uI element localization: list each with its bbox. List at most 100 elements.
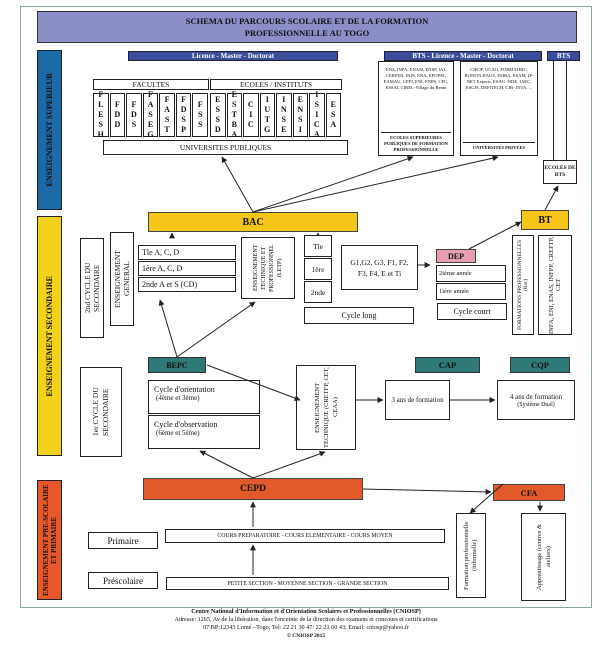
ecoles-sup-list: ENS, INFA, ENAM, ENSP, IAI, CERFER, INJS… [383, 67, 449, 90]
etp-label: ENSEIGNEMENT TECHNIQUE ET PROFESSIONNEL … [253, 244, 283, 292]
cqp-label: CQP [531, 360, 549, 370]
cycle-observation-label: Cycle d'observation [154, 420, 218, 429]
cap-label: CAP [438, 360, 457, 370]
bt-box: BT [521, 210, 569, 230]
section-band-superieur: ENSEIGNEMENT SUPERIEUR [37, 50, 62, 210]
section-label-superieur: ENSEIGNEMENT SUPERIEUR [45, 73, 54, 187]
section-label-secondaire: ENSEIGNEMENT SECONDAIRE [45, 275, 54, 397]
general-class-1: 1ère A, C, D [138, 261, 236, 276]
cfa-box: CFA [493, 484, 565, 501]
cqp-sub: (Système Dual) [517, 401, 555, 408]
prescolaire-desc-box: PETITE SECTION - MOYENNE SECTION - GRAND… [166, 577, 449, 590]
ecoles-sup-box: ENS, INFA, ENAM, ENSP, IAI, CERFER, INJS… [378, 61, 454, 156]
tech-class-1: 1ère [304, 258, 332, 280]
ecoles-bts: ECOLES DE BTS [543, 160, 577, 184]
etp-box: ENSEIGNEMENT TECHNIQUE ET PROFESSIONNEL … [241, 237, 295, 299]
primaire-box: Primaire [88, 532, 158, 549]
tech-series-box: G1,G2, G3, F1, F2, F3, F4, E et Ti [341, 245, 418, 290]
tech-series-label: G1,G2, G3, F1, F2, F3, F4, E et Ti [350, 257, 409, 278]
formations-pro-label: FORMATIONS PROFESSIONNELLES (Bac) [517, 240, 529, 331]
enseignement-general-label: ENSEIGNEMENT GENERAL [113, 250, 131, 308]
primaire-desc-box: COURS PREPARATOIRE - COURS ELEMENTAIRE -… [165, 529, 445, 543]
second-cycle-label: 2nd CYCLE DU SECONDAIRE [83, 262, 101, 314]
apprentissage-label: Apprentissage (centres & ateliers) [535, 523, 552, 591]
cycle-orientation-box: Cycle d'orientation (4ème et 3ème) [148, 380, 260, 414]
infa-label: INFA, ENI, ENAS, INFPP, CREFTP, CET [548, 236, 562, 334]
ecoles-instituts-header: ECOLES / INSTITUTS [210, 79, 342, 90]
formations-pro-box: FORMATIONS PROFESSIONNELLES (Bac) [512, 235, 534, 335]
univ-privees-box: CIFOP, UCAO, FORMATRIC, BONITA HAUS, ESI… [460, 61, 538, 156]
section-label-primaire: ENSEIGNEMENT PRE-SCOLAIRE ET PRIMAIRE [41, 484, 58, 596]
dep-box: DEP [436, 249, 476, 263]
title-line-2: PROFESSIONNELLE AU TOGO [244, 28, 370, 38]
diagram-frame [20, 6, 592, 608]
cqp-desc: 4 ans de formation [509, 392, 563, 401]
univ-privees-list: CIFOP, UCAO, FORMATRIC, BONITA HAUS, ESI… [464, 67, 534, 90]
enseignement-technique-box: ENSEIGNEMENT TECHNIQUE (CRETFP, CET, CEA… [296, 365, 356, 450]
cap-desc: 3 ans de formation [391, 395, 444, 404]
bac-label: BAC [242, 216, 264, 228]
cycle-orientation-classes: (4ème et 3ème) [156, 394, 200, 402]
general-class-2: 2nde A et S (CD) [138, 277, 236, 292]
bac-box: BAC [148, 212, 358, 232]
cqp-desc-box: 4 ans de formation (Système Dual) [497, 380, 575, 420]
cepd-box: CEPD [143, 478, 363, 500]
footer: Centre National d'Information et d'Orien… [20, 605, 592, 643]
cycle-orientation-label: Cycle d'orientation [154, 385, 215, 394]
tech-class-2: 2nde [304, 281, 332, 303]
facultes-header: FACULTES [93, 79, 209, 90]
ecoles-sup-label: ECOLES SUPERIEURES PUBLIQUES DE FORMATIO… [381, 132, 451, 153]
universites-publiques: UNIVERSITES PUBLIQUES [103, 140, 348, 155]
cycle-long-box: Cycle long [304, 307, 414, 324]
formation-informelle-box: Formation professionnelle (informelle) [456, 513, 486, 598]
section-band-primaire: ENSEIGNEMENT PRE-SCOLAIRE ET PRIMAIRE [37, 480, 62, 600]
footer-line-3: 07 BP:12343 Lomé –Togo; Tel: 22 21 30 47… [203, 624, 409, 631]
dep-year-1: 1ière année [436, 283, 506, 300]
bt-label: BT [538, 214, 552, 226]
bts-lmd-bar: BTS - Licence - Master - Doctorat [384, 51, 542, 61]
prescolaire-box: Préscolaire [88, 572, 158, 589]
footer-line-4: © CNIOSP 2015 [286, 633, 326, 639]
general-class-0: Tle A, C, D [138, 245, 236, 260]
title-line-1: SCHEMA DU PARCOURS SCOLAIRE ET DE LA FOR… [185, 16, 429, 26]
lmd-bar: Licence - Master - Doctorat [128, 51, 338, 61]
univ-privees-label: UNIVERSITES PRIVEES [463, 142, 535, 151]
enseignement-technique-label: ENSEIGNEMENT TECHNIQUE (CRETFP, CET, CEA… [313, 367, 339, 448]
footer-line-1: Centre National d'Information et d'Orien… [191, 608, 421, 615]
title-box: SCHEMA DU PARCOURS SCOLAIRE ET DE LA FOR… [37, 11, 577, 43]
premier-cycle-box: 1er CYCLE DU SECONDAIRE [80, 367, 122, 457]
bepc-label: BEPC [166, 360, 188, 370]
dep-label: DEP [448, 251, 464, 261]
cap-desc-box: 3 ans de formation [385, 380, 450, 420]
section-band-secondaire: ENSEIGNEMENT SECONDAIRE [37, 216, 62, 456]
enseignement-general-box: ENSEIGNEMENT GENERAL [110, 232, 134, 326]
cqp-box: CQP [510, 357, 570, 373]
cfa-label: CFA [520, 487, 538, 498]
bepc-box: BEPC [148, 357, 206, 373]
cap-box: CAP [415, 357, 480, 373]
cepd-label: CEPD [240, 484, 266, 494]
second-cycle-box: 2nd CYCLE DU SECONDAIRE [80, 238, 104, 338]
cycle-observation-classes: (6ème et 5ème) [156, 429, 200, 437]
cycle-court-box: Cycle court [437, 303, 507, 320]
bts-bar: BTS [547, 51, 580, 61]
tech-class-0: Tle [304, 235, 332, 257]
infa-box: INFA, ENI, ENAS, INFPP, CREFTP, CET [538, 235, 572, 335]
premier-cycle-label: 1er CYCLE DU SECONDAIRE [91, 387, 110, 437]
formation-informelle-label: Formation professionnelle (informelle) [463, 521, 478, 590]
apprentissage-box: Apprentissage (centres & ateliers) [521, 513, 566, 601]
dep-year-2: 2ième année [436, 265, 506, 282]
